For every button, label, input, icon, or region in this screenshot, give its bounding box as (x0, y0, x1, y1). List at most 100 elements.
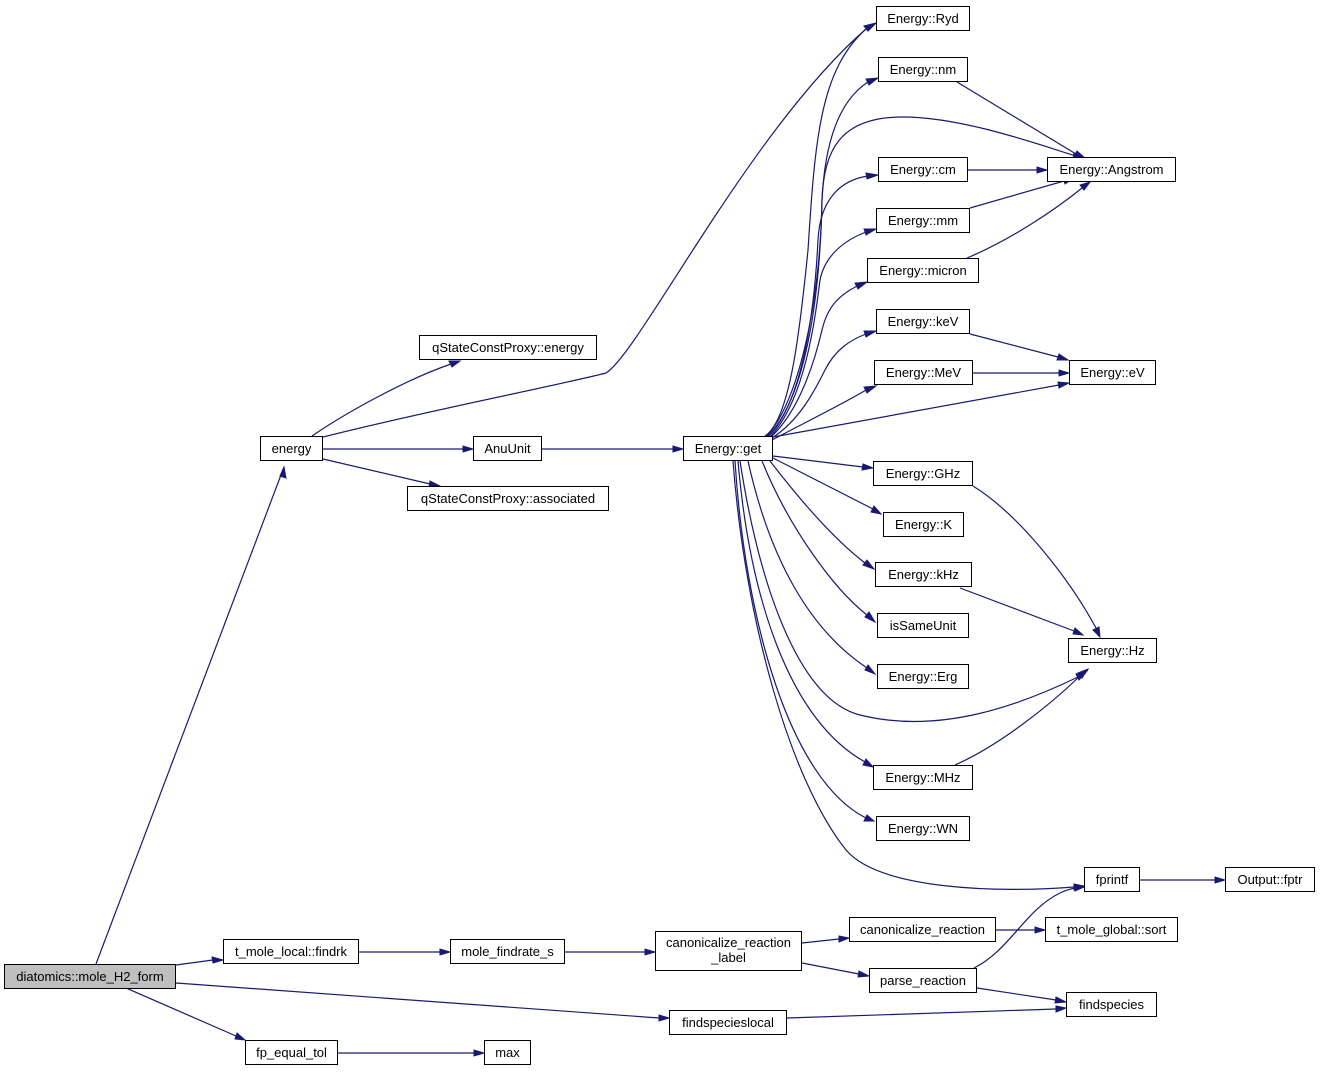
arrowhead-get-micron (854, 281, 869, 290)
arrowhead-get-k (870, 505, 883, 515)
arrowhead-canonlabel-parse (857, 970, 871, 978)
node-energy-mev[interactable]: Energy::MeV (874, 360, 973, 385)
node-findspecies[interactable]: findspecies (1066, 992, 1157, 1017)
edge-energy-ryd (322, 28, 867, 438)
edge-get-mev (771, 389, 867, 441)
node-anuunit[interactable]: AnuUnit (473, 436, 542, 461)
node-diatomics-mole-h2-form[interactable]: diatomics::mole_H2_form (4, 964, 176, 989)
edge-root-findlocal (175, 982, 660, 1019)
node-energy-ryd[interactable]: Energy::Ryd (876, 6, 970, 31)
arrowhead-kev-ev (1056, 353, 1070, 361)
arrowhead-get-khz (862, 559, 876, 571)
arrowhead-fpeq-max (473, 1049, 486, 1057)
edge-parse-findspecies (976, 987, 1057, 1001)
node-energy-hz[interactable]: Energy::Hz (1068, 638, 1157, 663)
edge-get-khz (769, 460, 866, 564)
node-canonicalize-reaction-label[interactable]: canonicalize_reaction _label (655, 931, 802, 971)
edge-get-issame (761, 460, 868, 616)
arrowhead-mhz-hz (1077, 667, 1090, 679)
node-canonicalize-reaction-label-line2: _label (711, 950, 746, 965)
arrowhead-ghz-hz (1092, 626, 1101, 639)
node-mole-findrate-s[interactable]: mole_findrate_s (450, 939, 565, 964)
arrowhead-root-findrk (211, 956, 225, 964)
node-canonicalize-reaction-label-line1: canonicalize_reaction (665, 935, 792, 950)
edge-khz-hz (959, 587, 1075, 632)
edge-mhz-hz (954, 675, 1081, 766)
edge-get-kev (771, 333, 867, 439)
node-t-mole-global-sort[interactable]: t_mole_global::sort (1045, 917, 1178, 942)
node-parse-reaction[interactable]: parse_reaction (869, 968, 977, 993)
node-energy-kev[interactable]: Energy::keV (876, 309, 970, 334)
arrowhead-khz-hz (1072, 627, 1085, 636)
edge-get-hz (739, 460, 1079, 723)
node-energy-micron[interactable]: Energy::micron (867, 258, 979, 283)
edge-get-micron (770, 285, 858, 438)
arrowhead-energy-anuunit (462, 445, 475, 453)
arrowhead-get-wn (863, 814, 876, 822)
arrowhead-get-kev (863, 330, 878, 338)
edge-get-wn (734, 460, 867, 819)
node-energy-mhz[interactable]: Energy::MHz (873, 765, 973, 790)
arrowhead-get-ghz (861, 463, 875, 471)
arrowhead-get-mhz (862, 758, 875, 768)
arrowhead-get-mm (863, 228, 878, 236)
node-qstateconstproxy-associated[interactable]: qStateConstProxy::associated (407, 486, 609, 511)
edge-get-ghz (772, 455, 864, 468)
arrowhead-root-energy (279, 465, 287, 479)
arrowhead-energy-qscenergy (448, 360, 462, 368)
node-energy-nm[interactable]: Energy::nm (878, 57, 968, 82)
edge-get-k (772, 457, 874, 510)
node-canonicalize-reaction[interactable]: canonicalize_reaction (849, 917, 996, 942)
edge-findlocal-findspecies (786, 1008, 1057, 1019)
arrowhead-mev-ev (1058, 369, 1071, 377)
edge-get-mhz (737, 460, 866, 763)
edge-canonlabel-canon (801, 938, 840, 944)
node-output-fptr[interactable]: Output::fptr (1225, 867, 1315, 892)
node-fp-equal-tol[interactable]: fp_equal_tol (245, 1040, 338, 1065)
arrowhead-parse-findspecies (1054, 996, 1068, 1004)
edge-ghz-hz (972, 485, 1097, 629)
node-energy-get[interactable]: Energy::get (683, 436, 773, 461)
arrowhead-get-nm (865, 77, 880, 86)
arrowhead-findlocal-findspecies (1055, 1005, 1068, 1013)
edge-energy-assoc (322, 458, 431, 485)
node-max[interactable]: max (484, 1040, 531, 1065)
edge-micron-angstrom (966, 187, 1083, 259)
arrowhead-get-mev (863, 385, 878, 394)
node-energy[interactable]: energy (260, 436, 323, 461)
node-energy-ev[interactable]: Energy::eV (1069, 360, 1156, 385)
node-energy-erg[interactable]: Energy::Erg (877, 664, 969, 689)
node-qstateconstproxy-energy[interactable]: qStateConstProxy::energy (419, 335, 597, 360)
arrowhead-get-ev (1057, 381, 1071, 389)
arrowhead-micron-angstrom (1079, 181, 1092, 191)
node-t-mole-local-findrk[interactable]: t_mole_local::findrk (223, 939, 359, 964)
edge-energy-qscenergy (311, 363, 452, 437)
edge-canonlabel-parse (801, 962, 860, 975)
arrowhead-findrate-canonlabel (644, 948, 657, 956)
edge-root-energy (95, 466, 285, 965)
arrowhead-canon-sort (1034, 926, 1047, 934)
node-energy-khz[interactable]: Energy::kHz (875, 562, 972, 587)
edge-get-cm (767, 175, 869, 438)
node-fprintf[interactable]: fprintf (1084, 867, 1140, 892)
arrowhead-root-fpeq (234, 1032, 247, 1041)
node-energy-ghz[interactable]: Energy::GHz (873, 461, 973, 486)
node-energy-mm[interactable]: Energy::mm (876, 208, 970, 233)
arrowhead-get-erg (864, 664, 877, 676)
arrowhead-parse-fprintf (1073, 884, 1086, 892)
node-energy-k[interactable]: Energy::K (883, 512, 964, 537)
arrowhead-findrk-findrate (439, 948, 452, 956)
node-energy-cm[interactable]: Energy::cm (878, 157, 968, 182)
node-energy-wn[interactable]: Energy::WN (876, 816, 970, 841)
edge-kev-ev (969, 333, 1059, 358)
edge-mm-angstrom (969, 180, 1065, 209)
arrowhead-get-ryd (863, 22, 878, 32)
node-energy-angstrom[interactable]: Energy::Angstrom (1047, 157, 1176, 182)
edge-get-mm (769, 231, 867, 438)
arrowhead-anuunit-get (672, 445, 685, 453)
node-issameunit[interactable]: isSameUnit (877, 613, 969, 638)
arrowhead-cm-angstrom (1036, 166, 1049, 174)
edge-get-ev (772, 384, 1060, 438)
node-findspecieslocal[interactable]: findspecieslocal (669, 1010, 787, 1035)
